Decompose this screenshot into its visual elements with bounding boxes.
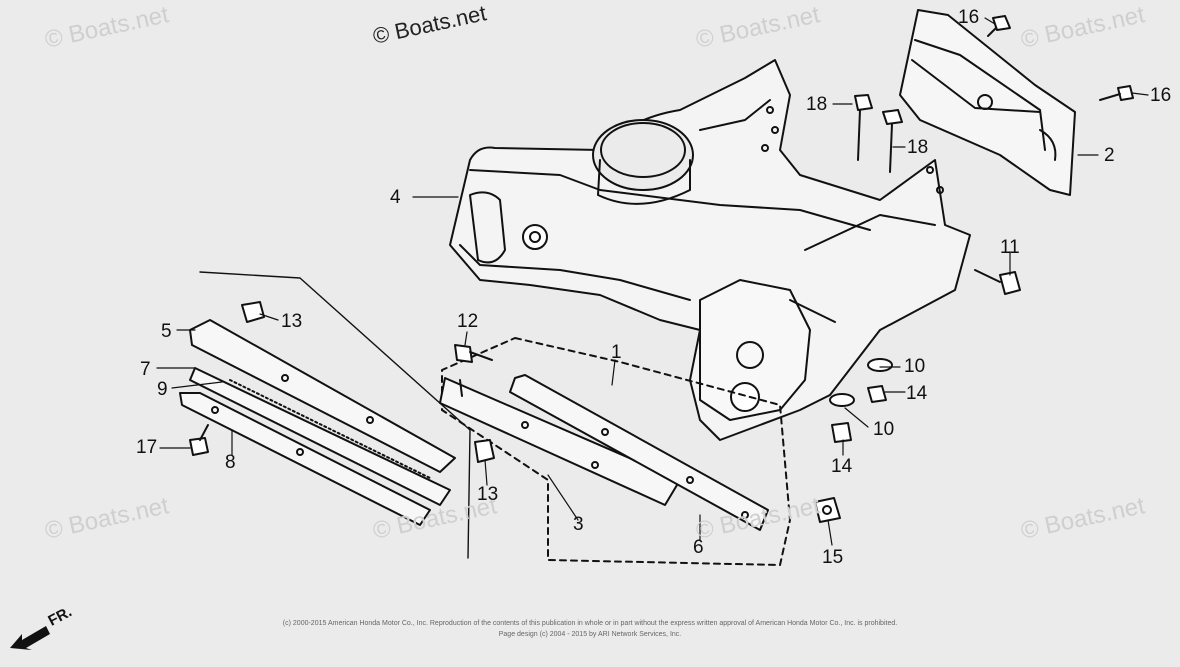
callout-18[interactable]: 18 (907, 137, 929, 158)
rail-part-3 (439, 377, 681, 506)
page-design-credit: Page design (c) 2004 - 2015 by ARI Netwo… (498, 631, 682, 638)
callout-10[interactable]: 10 (873, 419, 895, 440)
rail-part-8 (179, 392, 431, 526)
callout-17[interactable]: 17 (136, 437, 158, 458)
rail-part-7 (189, 367, 451, 506)
front-direction-arrow-icon (10, 626, 50, 650)
callout-9[interactable]: 9 (157, 379, 168, 400)
callout-3[interactable]: 3 (573, 514, 584, 535)
fasteners (189, 15, 1134, 523)
callout-13[interactable]: 13 (281, 311, 303, 332)
callout-5[interactable]: 5 (161, 321, 172, 342)
callout-8[interactable]: 8 (225, 452, 236, 473)
callout-12[interactable]: 12 (457, 311, 479, 332)
callout-11[interactable]: 11 (1000, 237, 1020, 258)
callout-7[interactable]: 7 (140, 359, 151, 380)
callout-10[interactable]: 10 (904, 356, 926, 377)
callout-16[interactable]: 16 (1150, 85, 1172, 106)
callout-18[interactable]: 18 (806, 94, 828, 115)
callout-14[interactable]: 14 (906, 383, 928, 404)
callout-1[interactable]: 1 (611, 342, 622, 363)
callout-13[interactable]: 13 (477, 484, 499, 505)
callout-6[interactable]: 6 (693, 537, 704, 558)
copyright-line: (c) 2000-2015 American Honda Motor Co., … (282, 620, 898, 627)
rail-part-5 (189, 319, 456, 473)
callout-14[interactable]: 14 (831, 456, 853, 477)
bracket-plate-part-2 (899, 9, 1076, 196)
rail-part-6 (509, 374, 769, 531)
callout-4[interactable]: 4 (390, 187, 401, 208)
callout-16[interactable]: 16 (958, 7, 980, 28)
main-frame-part-4 (449, 59, 971, 441)
callout-2[interactable]: 2 (1104, 145, 1115, 166)
callout-15[interactable]: 15 (822, 547, 844, 568)
